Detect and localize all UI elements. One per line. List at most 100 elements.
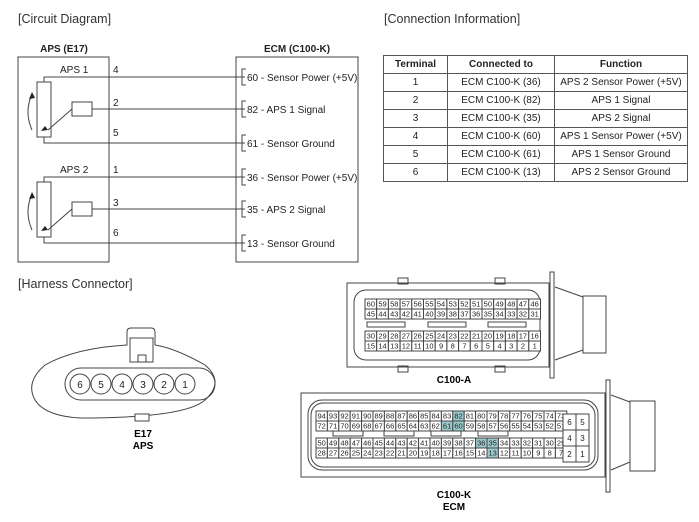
c100k-key <box>332 430 364 437</box>
pin-number: 90 <box>363 412 371 421</box>
e17-pin-number: 4 <box>119 380 125 391</box>
pin-number: 20 <box>409 449 417 458</box>
pin-number: 25 <box>352 449 360 458</box>
pin-number: 60 <box>367 300 375 309</box>
pin-number: 83 <box>443 412 451 421</box>
circuit-diagram-heading: [Circuit Diagram] <box>18 12 112 26</box>
c100a-tab <box>397 365 409 373</box>
pin-number: 28 <box>318 449 326 458</box>
pin-number: 34 <box>500 439 508 448</box>
ecm-pin-bracket <box>241 234 246 252</box>
c100k-key <box>430 430 462 437</box>
header-terminal: Terminal <box>383 55 448 74</box>
e17-pin <box>90 373 112 395</box>
pin-number: 8 <box>548 449 552 458</box>
pin-number: 93 <box>329 412 337 421</box>
pin-number: 13 <box>390 342 398 351</box>
aux-pin-cell <box>575 445 590 463</box>
pin-number: 41 <box>420 439 428 448</box>
pin-label: 5 <box>113 128 119 139</box>
pin-number: 29 <box>378 332 386 341</box>
pin-number: 14 <box>378 342 386 351</box>
ecm-pin-label: 60 - Sensor Power (+5V) <box>247 73 357 84</box>
aps2-rotation-arrow <box>27 193 33 231</box>
aps-label: APS <box>133 441 154 452</box>
arrowhead-icon <box>29 192 35 199</box>
pin-number: 46 <box>363 439 371 448</box>
e17-pin <box>69 373 91 395</box>
pin-number: 51 <box>472 300 480 309</box>
pin-number: 21 <box>397 449 405 458</box>
pin-number: 22 <box>460 332 468 341</box>
pin-number: 19 <box>495 332 503 341</box>
pin-number: 14 <box>477 449 485 458</box>
pin-number: 15 <box>466 449 474 458</box>
pin-number: 3 <box>509 342 513 351</box>
pin-number: 11 <box>512 449 520 458</box>
c100a-tab <box>494 365 506 373</box>
pin-number: 33 <box>507 310 515 319</box>
pin-number: 27 <box>402 332 410 341</box>
terminal-cell: 5 <box>383 145 448 164</box>
pin-number: 66 <box>386 422 394 431</box>
function-cell: APS 1 Sensor Power (+5V) <box>554 127 688 146</box>
pin-number: 13 <box>489 449 497 458</box>
pin-number: 26 <box>340 449 348 458</box>
circuit-diagram <box>17 56 359 263</box>
pin-number: 40 <box>432 439 440 448</box>
pin-number: 12 <box>402 342 410 351</box>
pin-number: 48 <box>507 300 515 309</box>
aux-pin-number: 4 <box>567 434 572 443</box>
pin-number: 43 <box>390 310 398 319</box>
pin-number: 58 <box>390 300 398 309</box>
pin-number: 26 <box>413 332 421 341</box>
terminal-cell: 1 <box>383 73 448 92</box>
pin-number: 24 <box>437 332 445 341</box>
header-connected-to: Connected to <box>447 55 555 74</box>
pin-number: 9 <box>439 342 443 351</box>
pin-number: 19 <box>420 449 428 458</box>
pin-number: 86 <box>409 412 417 421</box>
c100k-inner <box>307 399 599 471</box>
terminal-cell: 6 <box>383 163 448 182</box>
aux-pin-number: 1 <box>580 450 585 459</box>
pin-number: 65 <box>397 422 405 431</box>
pin-cell <box>528 308 541 320</box>
ecm-pin-bracket <box>241 168 246 186</box>
pin-number: 57 <box>402 300 410 309</box>
pin-number: 68 <box>363 422 371 431</box>
pin-number: 50 <box>318 439 326 448</box>
aux-pin-number: 5 <box>580 418 585 427</box>
pin-number: 54 <box>523 422 531 431</box>
pin-number: 49 <box>495 300 503 309</box>
pin-number: 6 <box>474 342 478 351</box>
pin-number: 32 <box>523 439 531 448</box>
pin-number: 62 <box>432 422 440 431</box>
pin-number: 28 <box>390 332 398 341</box>
pin-number: 31 <box>534 439 542 448</box>
c100a-inner <box>353 289 541 361</box>
pin-number: 27 <box>329 449 337 458</box>
connected-to-cell: ECM C100-K (36) <box>447 73 555 92</box>
c100a-label: C100-A <box>437 375 471 386</box>
wire-aps1-ground <box>43 137 245 144</box>
pin-label: 6 <box>113 228 119 239</box>
pin-number: 42 <box>402 310 410 319</box>
pin-number: 41 <box>413 310 421 319</box>
aux-pin-number: 6 <box>567 418 572 427</box>
pin-number: 5 <box>486 342 490 351</box>
ecm-pin-bracket <box>241 200 246 218</box>
terminal-cell: 2 <box>383 91 448 110</box>
pin-number: 42 <box>409 439 417 448</box>
terminal-cell: 3 <box>383 109 448 128</box>
pin-number: 69 <box>352 422 360 431</box>
pin-number: 23 <box>375 449 383 458</box>
pin-label: 1 <box>113 165 119 176</box>
connected-to-cell: ECM C100-K (61) <box>447 145 555 164</box>
pin-number: 87 <box>397 412 405 421</box>
c100k-flange <box>605 379 611 493</box>
